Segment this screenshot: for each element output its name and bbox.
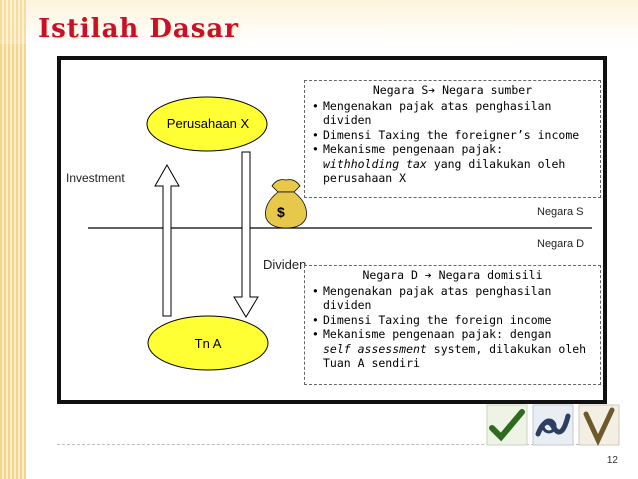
self-assessment-term: self assessment	[323, 341, 427, 356]
investor-ellipse	[147, 315, 269, 371]
country-d-label: Negara D	[537, 238, 585, 250]
domicile-box-list: Mengenakan pajak atas penghasilan divide…	[309, 284, 596, 371]
company-ellipse	[146, 96, 268, 152]
domicile-box-item3-text: Mekanisme pengenaan pajak: dengan	[323, 327, 552, 341]
investment-arrow	[154, 163, 180, 317]
v-mark-icon	[578, 404, 620, 446]
source-box-item: Mekanisme pengenaan pajak:withholding ta…	[309, 142, 596, 186]
check-mark-icon	[486, 404, 528, 446]
domicile-box-item: Mengenakan pajak atas penghasilan divide…	[309, 284, 596, 313]
source-country-box: Negara S➔ Negara sumber Mengenakan pajak…	[304, 80, 601, 198]
domicile-box-item3-rest: system, dilakukan oleh Tuan A sendiri	[323, 341, 587, 371]
title-bar	[26, 0, 638, 44]
company-label: Perusahaan X	[166, 116, 250, 131]
page-number: 12	[606, 455, 618, 466]
withholding-tax-term: withholding tax	[323, 156, 427, 171]
source-box-item: Dimensi Taxing the foreigner’s income	[309, 128, 596, 143]
domicile-box-heading: Negara D ➔ Negara domisili	[362, 268, 543, 282]
domicile-country-box: Negara D ➔ Negara domisili Mengenakan pa…	[304, 265, 601, 385]
money-bag-icon	[265, 179, 307, 229]
source-box-item: Mengenakan pajak atas penghasilan divide…	[309, 99, 596, 128]
investor-label: Tn A	[194, 336, 222, 351]
source-box-heading: Negara S➔ Negara sumber	[372, 83, 533, 97]
dividend-label: Dividen	[263, 257, 307, 272]
source-box-list: Mengenakan pajak atas penghasilan divide…	[309, 99, 596, 186]
investment-label: Investment	[66, 171, 125, 185]
left-stripe-decoration	[0, 0, 26, 479]
money-symbol: $	[277, 204, 285, 220]
dividend-arrow	[233, 151, 259, 318]
country-s-label: Negara S	[537, 206, 584, 218]
loop-swirl-icon	[532, 404, 574, 446]
source-box-item3-text: Mekanisme pengenaan pajak:	[323, 142, 504, 156]
domicile-box-item: Dimensi Taxing the foreign income	[309, 313, 596, 328]
footer-divider	[57, 444, 609, 445]
source-box-item3-rest: yang dilakukan oleh perusahaan X	[323, 156, 566, 186]
slide-title: Istilah Dasar	[38, 14, 239, 44]
